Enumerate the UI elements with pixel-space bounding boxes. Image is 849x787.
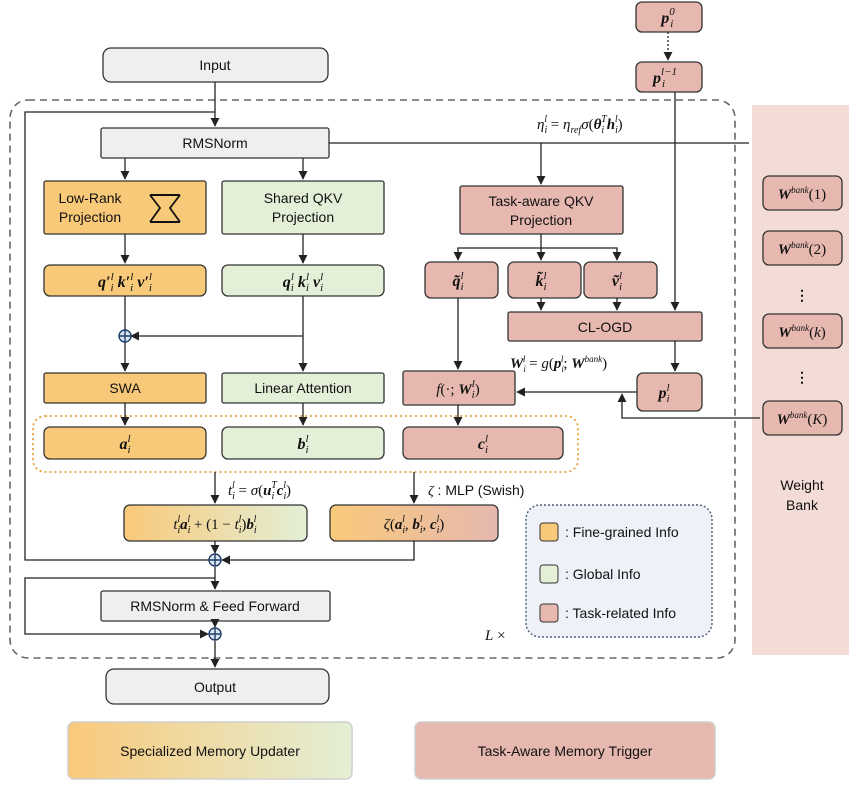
p-prev-block — [635, 61, 703, 93]
bank-entry-2 — [762, 230, 843, 266]
c-label: cil — [478, 433, 488, 456]
input-label: Input — [199, 57, 230, 73]
bank-entry-1 — [762, 175, 843, 211]
k-tilde-label: k̃il — [535, 270, 546, 293]
p-l-label: pil — [656, 382, 669, 405]
bank-entry-2-label: Wbank(2) — [778, 240, 826, 258]
output-label: Output — [194, 679, 236, 695]
bank-entry-1-label: Wbank(1) — [778, 185, 826, 203]
k-tilde-block — [507, 261, 582, 299]
task-aware-trigger-box — [414, 721, 716, 780]
output-group-outline — [32, 415, 579, 473]
output-block — [105, 668, 330, 705]
specialized-updater-box — [67, 721, 353, 780]
shared-qkv-label-1: Shared QKV — [264, 190, 343, 206]
b-block — [221, 426, 385, 460]
plus-node-ff — [208, 627, 222, 641]
q-tilde-block — [424, 261, 499, 299]
bank-label-2: Bank — [786, 497, 819, 513]
f-function-block — [402, 370, 516, 406]
legend-global-label: : Global Info — [565, 566, 641, 582]
legend-box — [525, 504, 713, 638]
hourglass-icon — [149, 194, 181, 223]
v-tilde-block — [583, 261, 658, 299]
v-tilde-label: ṽil — [612, 270, 622, 293]
task-qkv-label-1: Task-aware QKV — [488, 193, 594, 209]
task-aware-trigger-label: Task-Aware Memory Trigger — [478, 743, 653, 759]
specialized-updater-label: Specialized Memory Updater — [120, 743, 300, 759]
weight-bank: Wbank(1) Wbank(2) ⋮ Wbank(k) ⋮ Wbank(K) … — [762, 175, 843, 513]
bank-dots-1: ⋮ — [795, 287, 809, 303]
legend-swatch-global — [539, 564, 559, 584]
b-label: bil — [297, 433, 308, 456]
legend-task-label: : Task-related Info — [565, 605, 676, 621]
zeta-function-label: ζ(ail, bil, cil) — [384, 514, 444, 536]
task-qkv-label-2: Projection — [510, 212, 572, 228]
qkv-prime-label: q′il k′il v′il — [98, 271, 152, 294]
cl-ogd-block — [507, 311, 703, 342]
bank-entry-K-label: Wbank(K) — [777, 410, 828, 428]
w-equation: Wil = g(pil; Wbank) — [510, 354, 607, 374]
shared-qkv-label-2: Projection — [272, 209, 334, 225]
t-equation: til = σ(uiTcil) — [228, 480, 291, 502]
qkv-shared-label: qil kil vil — [283, 271, 323, 294]
cl-ogd-label: CL-OGD — [578, 319, 632, 335]
legend-swatch-task — [539, 603, 559, 623]
c-block — [402, 426, 564, 460]
q-tilde-label: q̃il — [452, 270, 463, 293]
low-rank-projection-block — [43, 180, 207, 235]
rmsnorm-ff-label: RMSNorm & Feed Forward — [130, 598, 300, 614]
connectors — [24, 82, 760, 668]
a-label: ail — [119, 433, 130, 456]
a-block — [43, 426, 207, 460]
low-rank-label-1: Low-Rank — [58, 190, 122, 206]
eta-equation: ηil = ηrefσ(θiThil) — [537, 114, 623, 136]
bank-entry-K — [762, 400, 843, 436]
swa-label: SWA — [109, 380, 141, 396]
f-function-label: f(·; Wil) — [436, 378, 480, 401]
plus-node-mix — [208, 553, 222, 567]
bank-dots-2: ⋮ — [795, 369, 809, 385]
legend-fine-label: : Fine-grained Info — [565, 524, 679, 540]
legend-swatch-fine — [539, 522, 559, 542]
low-rank-label-2: Projection — [59, 209, 121, 225]
layer-container — [9, 99, 736, 659]
bank-label-1: Weight — [780, 477, 823, 493]
p0-block — [635, 1, 703, 33]
bank-entry-k — [762, 313, 843, 349]
zeta-label: ζ : MLP (Swish) — [428, 482, 524, 499]
p0-label: pi0 — [659, 6, 675, 30]
linear-attention-label: Linear Attention — [254, 380, 351, 396]
shared-qkv-block — [221, 180, 385, 235]
rmsnorm-label: RMSNorm — [182, 135, 247, 151]
plus-node-attention — [118, 329, 132, 343]
mix-label: tilail + (1 − til)bil — [173, 514, 256, 536]
bank-entry-k-label: Wbank(k) — [778, 323, 826, 341]
layer-repeat-label: L × — [484, 628, 506, 644]
